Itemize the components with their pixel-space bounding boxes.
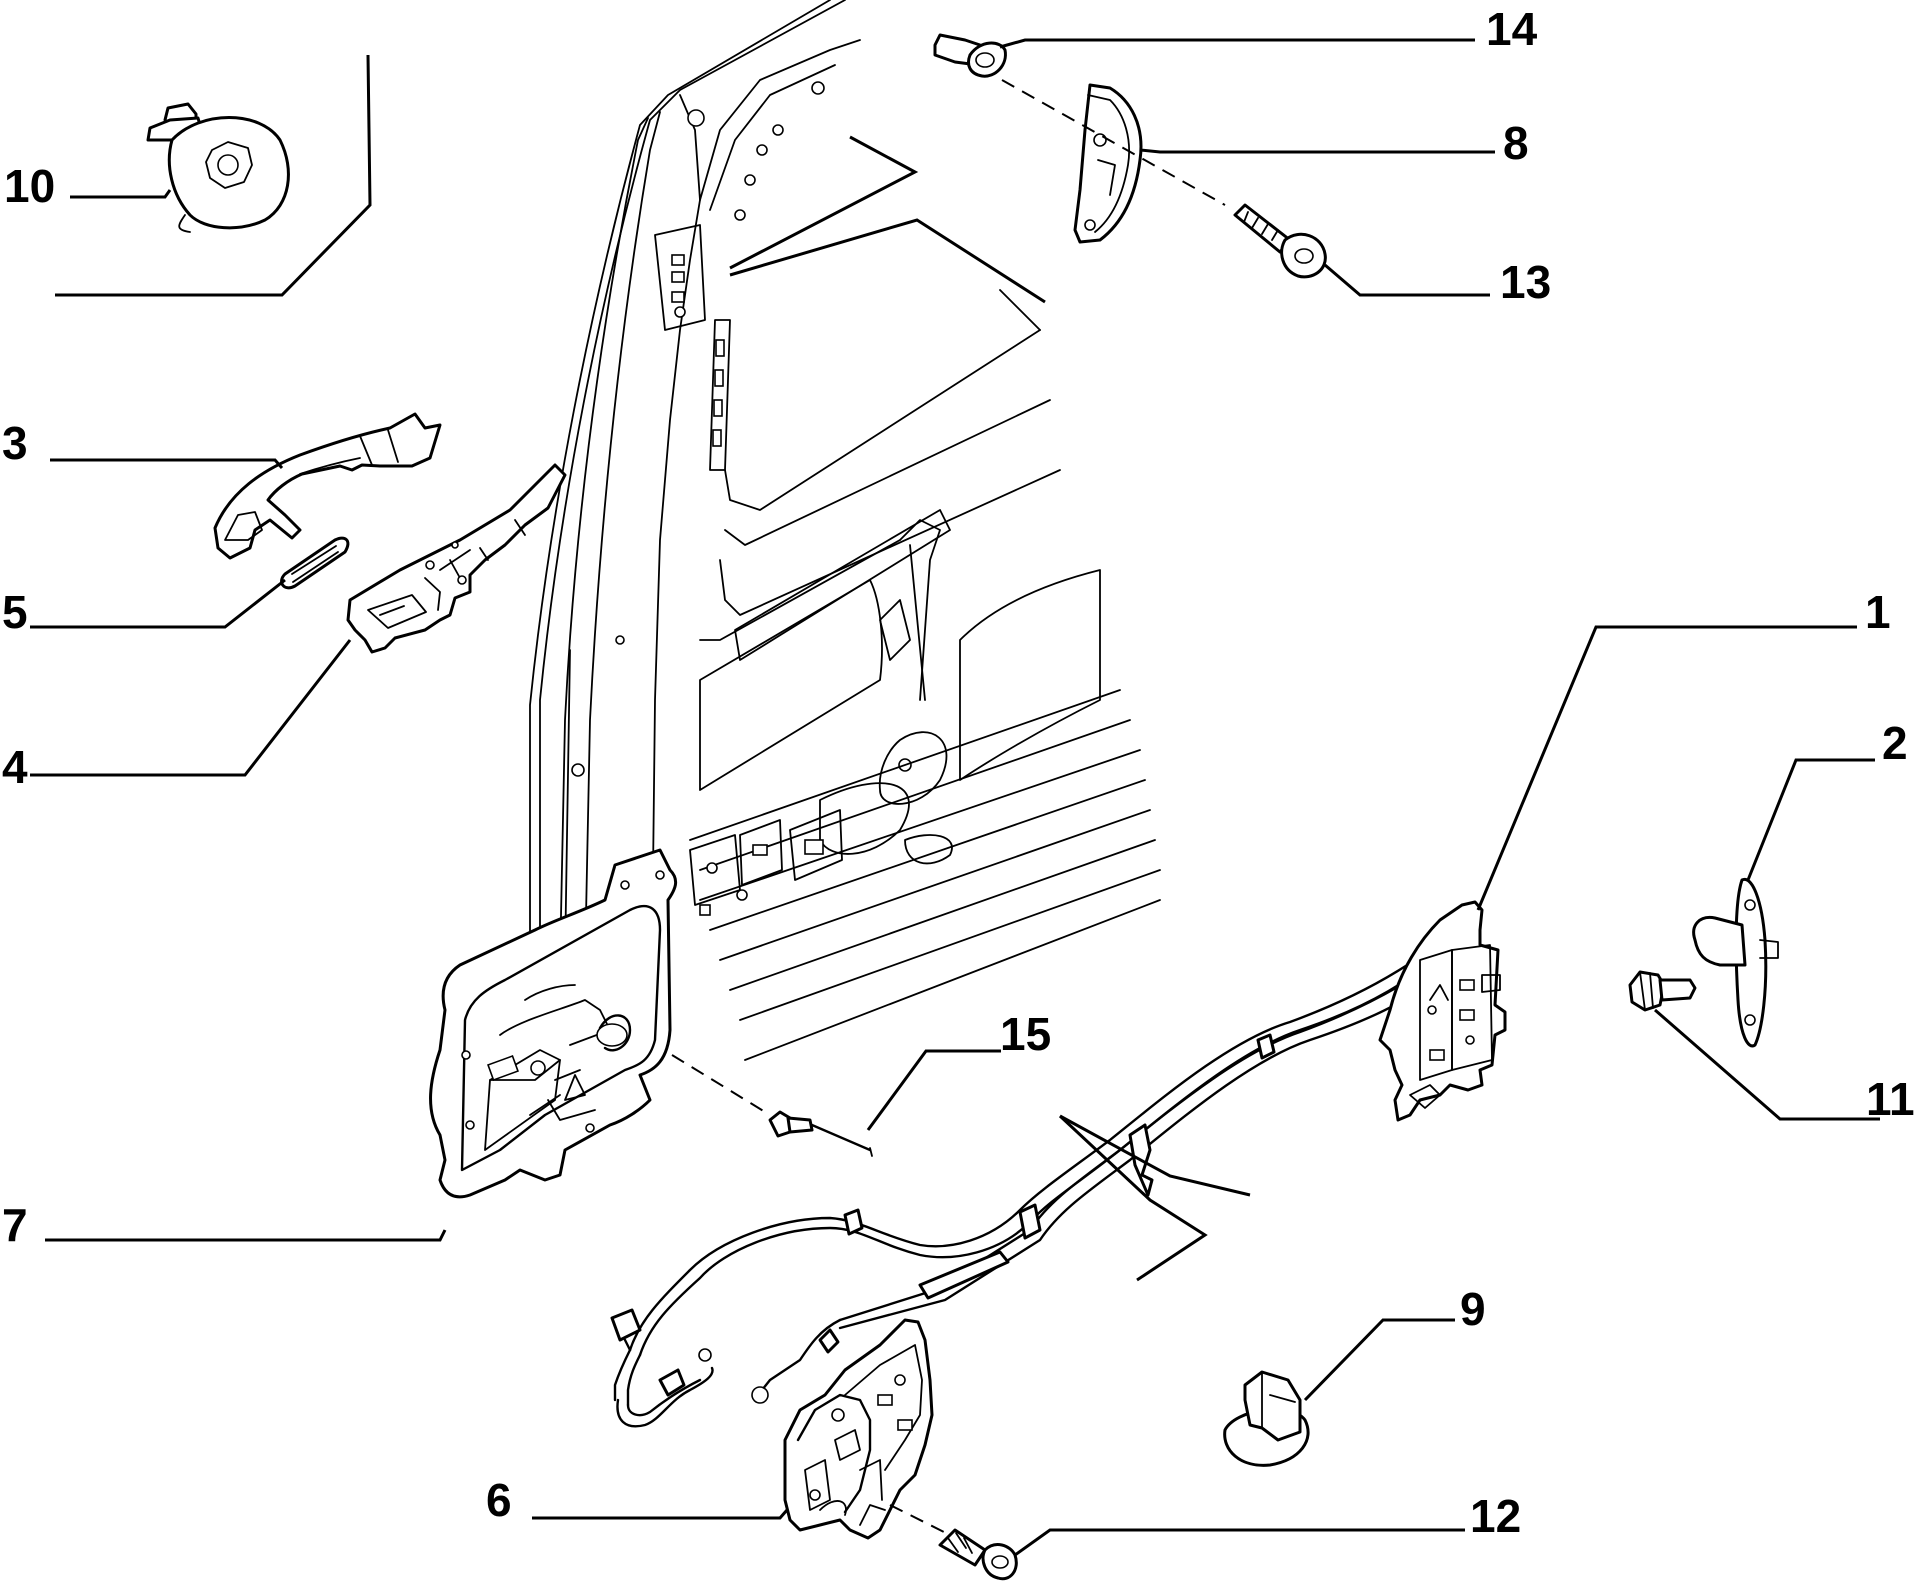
callout-1: 1 bbox=[1865, 586, 1891, 638]
part-11-bolt bbox=[1628, 970, 1697, 1012]
part-9-clip bbox=[1223, 1370, 1310, 1467]
part-8-cover bbox=[1073, 83, 1143, 244]
callout-15: 15 bbox=[1000, 1008, 1051, 1060]
part-5-gasket bbox=[280, 536, 350, 590]
bracket-10 bbox=[55, 54, 372, 297]
cable-harness bbox=[610, 923, 1477, 1428]
callout-8: 8 bbox=[1503, 117, 1529, 169]
part-15-rivet bbox=[768, 1110, 873, 1157]
callout-9: 9 bbox=[1460, 1283, 1486, 1335]
door-panel bbox=[529, 0, 1161, 1061]
part-14-plug bbox=[933, 33, 1007, 78]
callout-2: 2 bbox=[1882, 717, 1908, 769]
part-10-torx-screw bbox=[146, 102, 290, 233]
callout-3: 3 bbox=[2, 417, 28, 469]
axis-14-8-13 bbox=[1001, 79, 1226, 206]
leader-lines bbox=[30, 38, 1880, 1557]
callout-5: 5 bbox=[2, 586, 28, 638]
axis-12 bbox=[889, 1504, 951, 1536]
part-7-module-housing bbox=[429, 848, 678, 1199]
callout-12: 12 bbox=[1470, 1490, 1521, 1542]
axis-15 bbox=[671, 1054, 771, 1116]
callout-numbers: 10 3 5 4 7 6 14 8 13 1 2 11 15 9 12 bbox=[2, 3, 1915, 1542]
callout-7: 7 bbox=[2, 1199, 28, 1251]
part-6-lower-latch bbox=[783, 1318, 934, 1540]
part-4-handle-bracket bbox=[346, 463, 567, 654]
part-13-screw bbox=[1233, 203, 1327, 279]
callout-10: 10 bbox=[4, 160, 55, 212]
callout-11: 11 bbox=[1866, 1073, 1915, 1125]
part-3-outer-handle bbox=[213, 412, 442, 560]
callout-6: 6 bbox=[486, 1474, 512, 1526]
part-1-rear-latch bbox=[1378, 900, 1507, 1122]
part-2-striker bbox=[1692, 877, 1779, 1048]
callout-14: 14 bbox=[1486, 3, 1538, 55]
callout-13: 13 bbox=[1500, 256, 1551, 308]
part-12-screw bbox=[938, 1528, 1018, 1581]
callout-4: 4 bbox=[2, 741, 28, 793]
